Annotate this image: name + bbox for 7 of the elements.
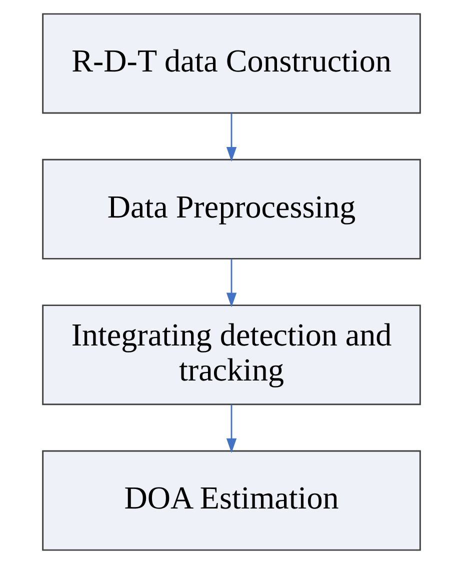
arrow <box>226 258 237 308</box>
node-box: Data Preprocessing <box>42 158 421 260</box>
arrow <box>226 404 237 453</box>
node-box: R-D-T data Construction <box>42 13 421 114</box>
arrow <box>226 113 237 162</box>
node-box: Integrating detection and tracking <box>42 304 421 406</box>
node-box: DOA Estimation <box>42 450 421 551</box>
